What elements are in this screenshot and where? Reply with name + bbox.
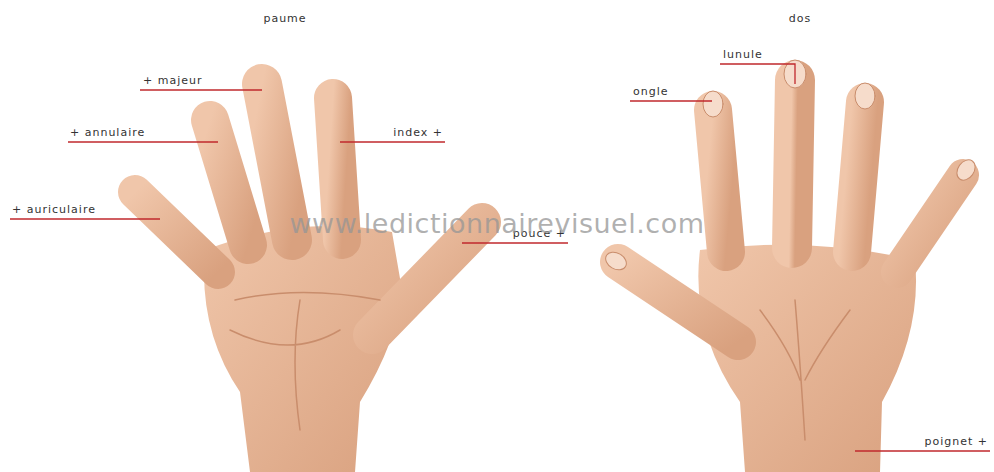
leader-lines	[10, 64, 990, 451]
part-label: + auriculaire	[12, 203, 96, 216]
part-label: poignet +	[924, 435, 988, 448]
part-label: ongle	[633, 85, 669, 98]
view-heading: paume	[263, 12, 306, 25]
part-label: lunule	[723, 48, 763, 61]
part-label: index +	[393, 126, 443, 139]
part-label: + majeur	[143, 74, 203, 87]
view-heading: dos	[789, 12, 811, 25]
back-hand	[602, 60, 978, 472]
part-label: + annulaire	[70, 126, 145, 139]
watermark: www.ledictionnairevisuel.com	[290, 208, 705, 239]
